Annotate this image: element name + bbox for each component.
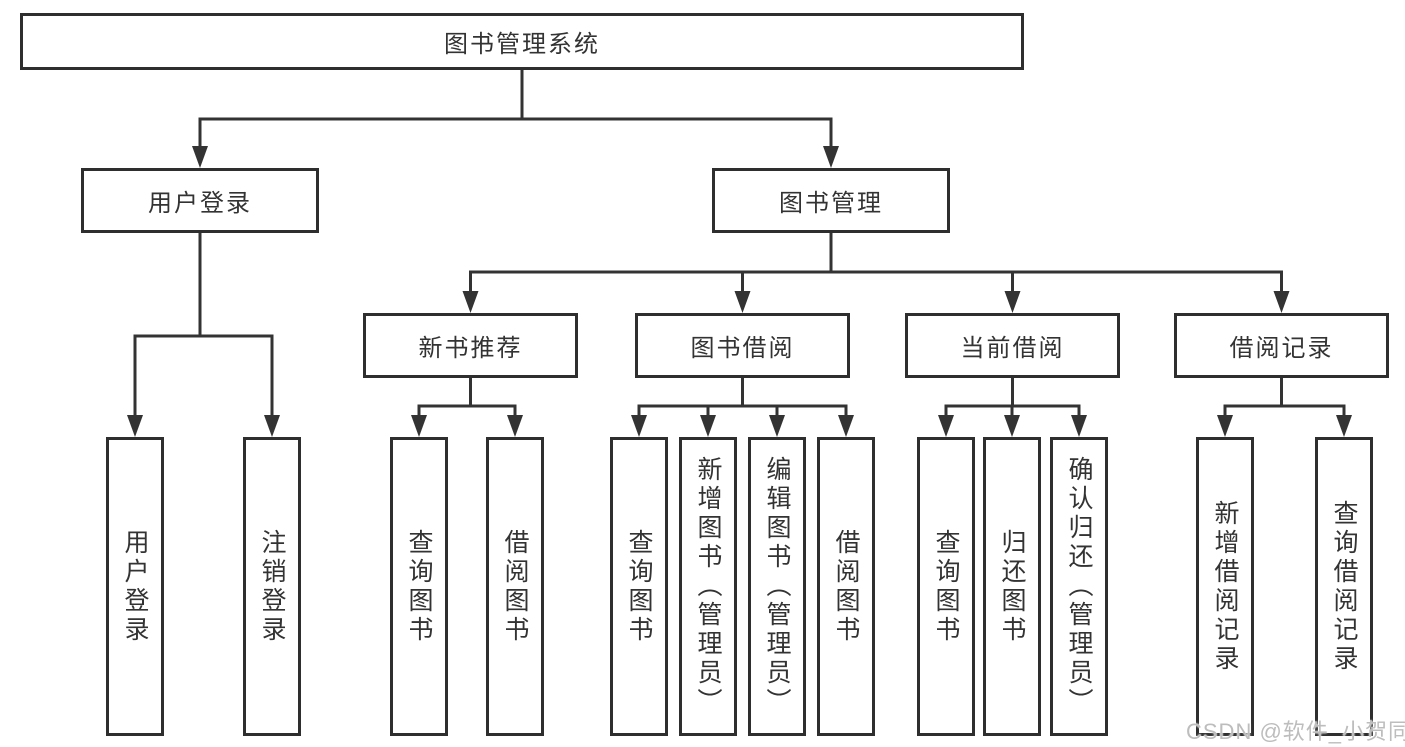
- leaf-query-books-borrowing: 查询图书: [610, 437, 668, 736]
- node-borrowing-records: 借阅记录: [1174, 313, 1389, 378]
- leaf-query-books-current: 查询图书: [917, 437, 975, 736]
- leaf-confirm-return-admin: 确认归还（管理员）: [1050, 437, 1108, 736]
- node-book-borrowing: 图书借阅: [635, 313, 850, 378]
- leaf-return-books: 归还图书: [983, 437, 1041, 736]
- arrowhead-icons: [127, 146, 1352, 437]
- leaf-query-borrow-record: 查询借阅记录: [1315, 437, 1373, 736]
- csdn-watermark: CSDN @软件_小贺同学: [1186, 719, 1405, 744]
- leaf-logout: 注销登录: [243, 437, 301, 736]
- node-current-borrowing: 当前借阅: [905, 313, 1120, 378]
- leaf-borrow-books-borrowing: 借阅图书: [817, 437, 875, 736]
- leaf-user-login: 用户登录: [106, 437, 164, 736]
- leaf-add-borrow-record: 新增借阅记录: [1196, 437, 1254, 736]
- leaf-edit-books-admin: 编辑图书（管理员）: [748, 437, 806, 736]
- leaf-add-books-admin: 新增图书（管理员）: [679, 437, 737, 736]
- node-book-management: 图书管理: [712, 168, 950, 233]
- leaf-borrow-books-recommend: 借阅图书: [486, 437, 544, 736]
- node-new-book-recommendation: 新书推荐: [363, 313, 578, 378]
- leaf-query-books-recommend: 查询图书: [390, 437, 448, 736]
- node-root-system: 图书管理系统: [20, 13, 1024, 70]
- node-user-login: 用户登录: [81, 168, 319, 233]
